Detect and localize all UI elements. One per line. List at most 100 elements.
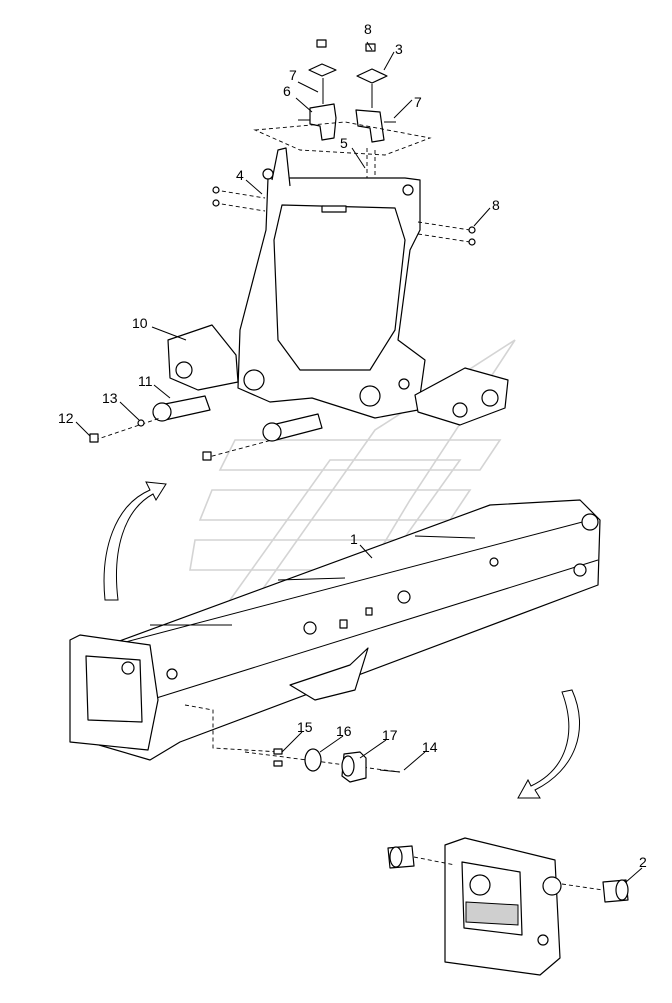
washer-16 (304, 748, 322, 772)
nut-8-left-a (212, 186, 220, 194)
plate-washer-right (356, 68, 388, 84)
callout-8: 8 (364, 21, 372, 37)
plate-washer-left (308, 63, 337, 77)
boom-rail-2 (414, 535, 476, 539)
callout-16: 16 (336, 723, 352, 739)
leader-7b (393, 99, 413, 119)
frame-bore-left (243, 369, 265, 391)
boom-front-bore (581, 513, 599, 531)
frame-slot (321, 205, 347, 213)
boom-slot-a (339, 619, 348, 629)
leader-14 (403, 751, 426, 771)
nut-8-left-b (212, 199, 220, 207)
pivot-bracket-right (414, 367, 509, 426)
leader-1 (359, 544, 373, 559)
washer-13 (137, 419, 145, 427)
arrow-down-right (517, 689, 580, 799)
top-nut-left (316, 39, 327, 48)
callout-leaders (75, 41, 643, 883)
key-15-a (273, 748, 283, 755)
leader-8a (366, 41, 373, 51)
boom-hole-c (166, 668, 178, 680)
hardware-path (184, 704, 281, 753)
bracket-6 (309, 103, 337, 141)
pivot-bore-right (481, 389, 499, 407)
frame-small-hole (398, 378, 410, 390)
callout-5: 5 (340, 135, 348, 151)
bolt-line-4b (214, 202, 266, 212)
callout-7: 7 (289, 67, 297, 83)
direction-arrows (103, 481, 580, 799)
nut-8-right-a (468, 226, 476, 234)
bolt-line-8a (417, 221, 471, 231)
boom-rear-hole (121, 661, 135, 675)
boom-rail-1 (277, 577, 346, 581)
leader-13 (119, 401, 140, 421)
leader-5 (351, 147, 366, 169)
boom-bottom-gusset (289, 647, 369, 701)
key-15-b (273, 760, 283, 767)
bolt-line-4a (214, 189, 266, 199)
leader-10 (151, 326, 187, 341)
pivot-bore-right-2 (452, 402, 468, 418)
boom-slot-b (365, 607, 373, 616)
head-small-hole (537, 934, 549, 946)
pivot-bore-left (175, 361, 193, 379)
callout-14: 14 (422, 739, 438, 755)
callout-15: 15 (297, 719, 313, 735)
main-boom (69, 499, 601, 761)
leader-7a (297, 81, 319, 93)
lower-hardware (244, 748, 401, 783)
boom-front-hole (573, 563, 587, 577)
boom-mid-edge (149, 559, 599, 701)
hardware-axis (244, 751, 401, 773)
head-insert (465, 901, 519, 926)
mount-dash-outline (253, 121, 432, 156)
callout-4: 4 (236, 167, 244, 183)
nut-8-right-b (468, 238, 476, 246)
top-hardware-group (253, 39, 432, 202)
leader-15 (281, 731, 303, 753)
frame-inner-opening (273, 204, 406, 371)
callout-11: 11 (138, 373, 153, 389)
pivot-brackets (167, 324, 509, 426)
bushing-17-face (341, 755, 355, 777)
leader-4 (245, 179, 263, 195)
bolt-12-lower (202, 451, 212, 461)
leader-11 (153, 384, 171, 399)
leader-8b (473, 207, 491, 227)
leader-17 (359, 739, 387, 759)
callout-12: 12 (58, 410, 74, 426)
bushing-2-right-face (615, 879, 629, 901)
bolt-12 (89, 433, 99, 443)
bracket-7 (355, 109, 385, 143)
bushing-2-left-face (389, 846, 403, 868)
pin-11-lower-flange (262, 422, 282, 442)
lug-hole-right (402, 184, 414, 196)
leader-12 (75, 421, 91, 437)
callout-17: 17 (382, 727, 398, 743)
arrow-up-left (103, 481, 167, 601)
leader-2 (625, 867, 643, 883)
boom-hole-b (303, 621, 317, 635)
frame-bore-right (359, 385, 381, 407)
pivot-pins (89, 395, 323, 461)
callout-3: 3 (395, 41, 403, 57)
lug-hole-left (262, 168, 274, 180)
leader-16 (319, 735, 344, 753)
pin-axis-upper (94, 417, 161, 441)
callout-6: 6 (283, 83, 291, 99)
boom-top-edge (94, 519, 591, 651)
callout-7-right: 7 (414, 94, 422, 110)
leader-6 (295, 97, 313, 113)
upper-frame (212, 147, 476, 419)
callout-10: 10 (132, 315, 148, 331)
head-bore-inner (469, 874, 491, 896)
callout-8-right: 8 (492, 197, 500, 213)
bolt-14 (379, 769, 401, 773)
callout-13: 13 (102, 390, 118, 406)
pin-axis-lower (204, 439, 273, 459)
callout-2: 2 (639, 854, 647, 870)
